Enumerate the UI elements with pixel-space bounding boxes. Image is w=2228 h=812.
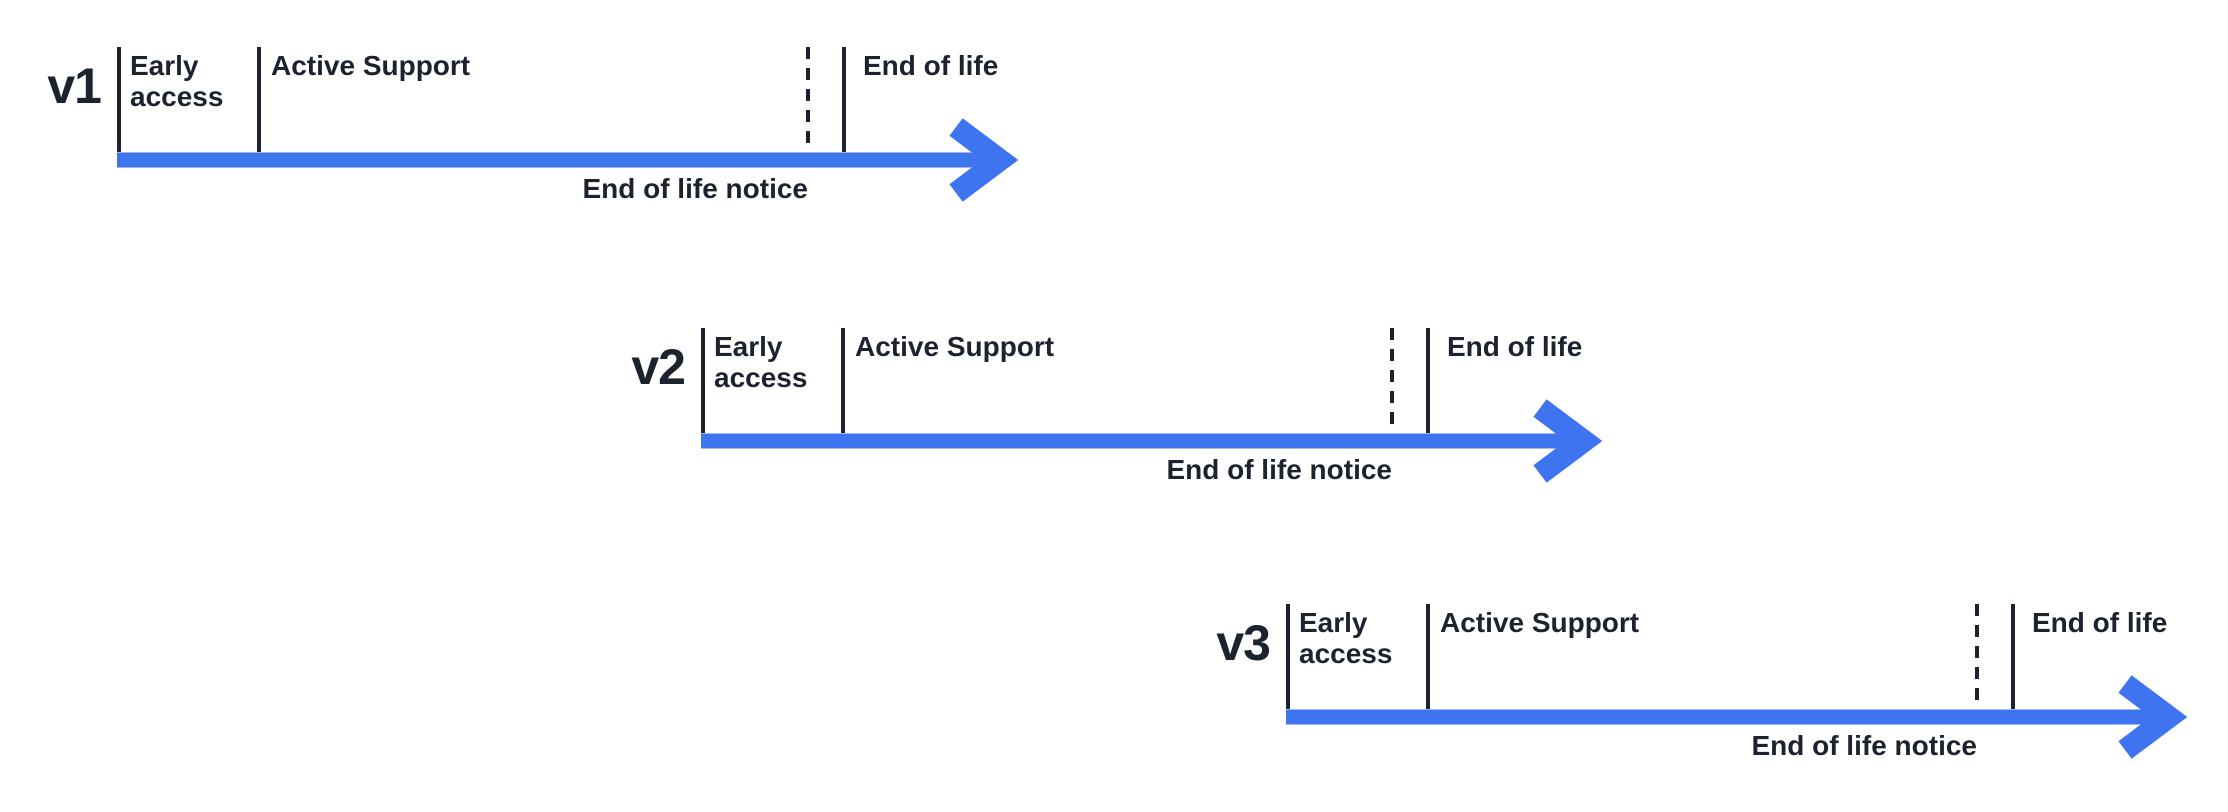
end-of-life-tick [1426, 328, 1430, 433]
active-support-label: Active Support [1440, 607, 1640, 638]
end-of-life-label: End of life [2032, 607, 2168, 638]
early-access-start-tick [701, 328, 705, 433]
end-of-life-notice-dashed-tick [1390, 328, 1394, 433]
timeline-row-v2: v2 Early access Active Support End of li… [601, 318, 1661, 508]
version-label: v3 [1216, 615, 1271, 671]
early-access-start-tick [117, 47, 121, 152]
end-of-life-notice-label: End of life notice [1166, 454, 1392, 485]
early-access-label: Early access [130, 50, 224, 112]
end-of-life-notice-dashed-tick [1975, 604, 1979, 709]
end-of-life-tick [2011, 604, 2015, 709]
active-support-label: Active Support [855, 331, 1055, 362]
early-access-label: Early access [714, 331, 808, 393]
end-of-life-label: End of life [863, 50, 999, 81]
version-label: v2 [631, 339, 686, 395]
timeline-row-v1: v1 Early access Active Support End of li… [17, 37, 1077, 227]
end-of-life-notice-label: End of life notice [582, 173, 808, 204]
active-support-start-tick [841, 328, 845, 433]
end-of-life-notice-dashed-tick [806, 47, 810, 152]
timeline-right-arrow [701, 399, 1603, 483]
active-support-label: Active Support [271, 50, 471, 81]
active-support-start-tick [257, 47, 261, 152]
end-of-life-notice-label: End of life notice [1751, 730, 1977, 761]
timeline-row-v3: v3 Early access Active Support End of li… [1186, 594, 2228, 784]
end-of-life-label: End of life [1447, 331, 1583, 362]
early-access-label: Early access [1299, 607, 1393, 669]
active-support-start-tick [1426, 604, 1430, 709]
early-access-start-tick [1286, 604, 1290, 709]
timeline-right-arrow [117, 118, 1019, 202]
version-label: v1 [47, 58, 102, 114]
end-of-life-tick [842, 47, 846, 152]
timeline-right-arrow [1286, 675, 2188, 759]
